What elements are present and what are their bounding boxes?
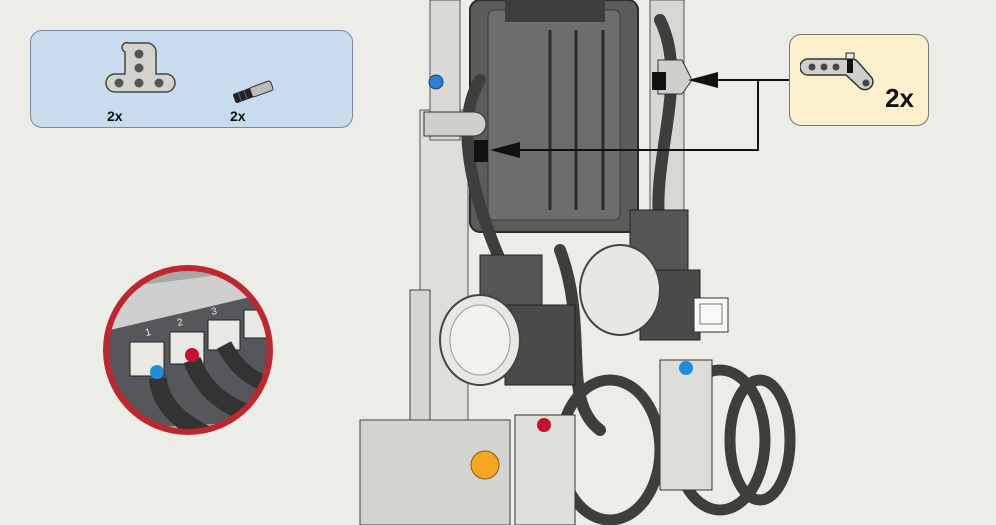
installed-axle-pin-left xyxy=(474,140,488,162)
cable-plug xyxy=(693,297,729,333)
callout-parts-box: 2x xyxy=(789,34,929,126)
part-qty-label: 2x xyxy=(230,108,246,124)
blue-pin-icon xyxy=(428,74,444,90)
installed-liftarm-left xyxy=(423,111,487,137)
large-motor-right xyxy=(579,209,701,341)
bent-liftarm-icon xyxy=(800,52,874,91)
color-sensor xyxy=(659,359,713,491)
liftarm-t-icon xyxy=(105,41,176,93)
part-qty-label: 2x xyxy=(107,108,123,124)
touch-sensor xyxy=(514,414,576,525)
cables xyxy=(461,14,678,436)
arrow-head xyxy=(688,72,718,88)
axle-pin-icon xyxy=(233,80,274,103)
ev3-brick-back xyxy=(469,0,639,233)
orange-gear xyxy=(470,450,500,480)
port-zoom-circle: 1 2 3 xyxy=(103,265,273,435)
callout-qty-label: 2x xyxy=(885,83,914,113)
parts-list-panel: 2x 2x xyxy=(30,30,353,128)
port-number: 3 xyxy=(210,306,218,318)
installed-axle-pin-right xyxy=(652,72,666,90)
port-number: 1 xyxy=(144,327,152,339)
port-number: 2 xyxy=(176,317,184,329)
large-motor-left xyxy=(439,254,576,386)
arrow-head xyxy=(490,142,520,158)
